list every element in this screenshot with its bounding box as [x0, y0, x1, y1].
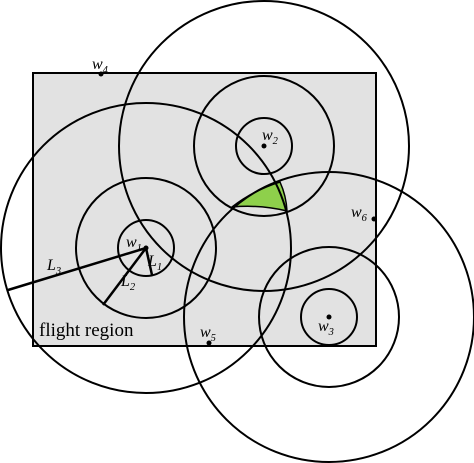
l1-radius-line — [144, 247, 154, 276]
w1-middle-circle — [75, 177, 217, 319]
w6-point — [371, 216, 377, 222]
l2-radius-line — [102, 247, 147, 306]
w2-point — [261, 143, 267, 149]
w3-point — [326, 314, 332, 320]
l2-label: L2 — [120, 273, 136, 293]
w2-middle-circle — [193, 75, 335, 217]
w3-middle-circle — [258, 246, 400, 388]
w4-point — [98, 71, 104, 77]
w5-label: w5 — [200, 324, 216, 344]
l1-label: L1 — [147, 253, 162, 273]
l3-radius-line — [7, 246, 147, 292]
w2-inner-circle — [235, 117, 293, 175]
w1-point — [143, 245, 149, 251]
l3-label: L3 — [46, 257, 61, 277]
w1-inner-circle — [117, 219, 175, 277]
w1-outer-circle — [0, 102, 292, 394]
w5-point — [206, 340, 212, 346]
w1-label: w1 — [126, 234, 142, 254]
w2-label: w2 — [262, 127, 279, 147]
flight-region-label: flight region — [39, 320, 134, 341]
w6-label: w6 — [351, 204, 368, 224]
w3-inner-circle — [300, 288, 358, 346]
w3-label: w3 — [318, 318, 334, 338]
w4-label: w4 — [92, 56, 109, 76]
w3-outer-circle — [183, 171, 474, 463]
